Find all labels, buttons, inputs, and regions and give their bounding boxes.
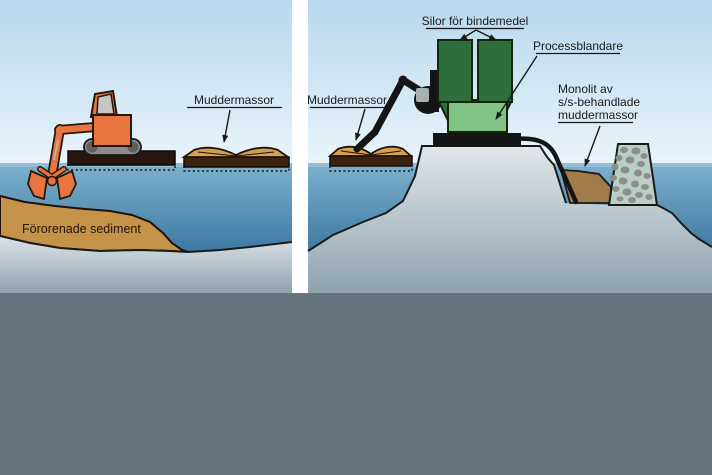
panel-divider: [292, 0, 308, 293]
excavator-cab: [92, 114, 132, 147]
shore-rock-outline: [307, 145, 712, 252]
pontoon-draft-dotted-line: [67, 164, 176, 171]
label-fororenade-sediment: Förorenade sediment: [22, 222, 141, 236]
dredged-material-barge-right: [327, 145, 414, 172]
left-panel: Muddermassor Förorenade sediment: [0, 0, 293, 293]
binder-silo-left: [437, 39, 473, 103]
binder-delivery-pipe: [512, 136, 579, 205]
footer-gray-block: [0, 293, 712, 475]
plant-platform: [433, 133, 521, 147]
arm-lower-joint: [371, 128, 379, 136]
dredged-material-mound: [181, 146, 291, 158]
excavator-pontoon: [27, 89, 176, 201]
label-monolit-line1: Monolit av: [558, 82, 613, 96]
arm-segments: [353, 76, 423, 153]
mound-seam: [340, 150, 402, 156]
boom-piston: [53, 139, 59, 161]
muddermassor-arrow: [355, 108, 366, 141]
label-processblandare: Processblandare: [533, 39, 623, 53]
clamshell-grab: [27, 166, 77, 201]
cab-window: [96, 93, 115, 115]
left-sky: [0, 0, 292, 163]
label-monolit-line3: muddermassor: [558, 108, 638, 122]
grab-hinge: [46, 175, 58, 187]
label-muddermassor-left: Muddermassor: [194, 93, 274, 107]
barge-draft-dotted-line: [329, 166, 413, 172]
dredged-material-barge-left: [181, 146, 291, 172]
label-arrow: [222, 109, 231, 143]
rubble-stones: [609, 147, 653, 203]
label-muddermassor-right: Muddermassor: [307, 93, 387, 107]
label-monolit-line2: s/s-behandlade: [558, 95, 640, 109]
processblandare-arrow: [495, 55, 538, 120]
suction-arm: [353, 70, 442, 153]
grab-jaw-right: [56, 169, 77, 201]
ball-joint-highlight: [416, 88, 429, 102]
right-panel: Silor för bindemedel Processblandare Mud…: [307, 0, 712, 293]
label-silor: Silor för bindemedel: [422, 14, 529, 28]
rubble-mound: [607, 143, 659, 206]
shore-rock: [308, 146, 712, 293]
binder-silo-right: [477, 39, 513, 103]
left-labels: Muddermassor Förorenade sediment: [22, 93, 282, 236]
silor-arrow-left: [459, 29, 477, 41]
left-bedrock-outline: [0, 235, 293, 254]
excavator-boom: [47, 122, 100, 181]
barge-hull: [329, 155, 413, 167]
barge-hull: [183, 156, 290, 168]
silor-arrow-right: [475, 29, 497, 41]
monolit-arrow: [584, 125, 601, 167]
dredged-material-mound: [327, 145, 414, 157]
right-labels: Silor för bindemedel Processblandare Mud…: [307, 14, 640, 167]
mound-seam: [197, 151, 275, 157]
grab-jaw-left: [27, 169, 48, 201]
arm-elbow-joint: [398, 75, 408, 85]
process-mixer-unit: [447, 101, 508, 133]
